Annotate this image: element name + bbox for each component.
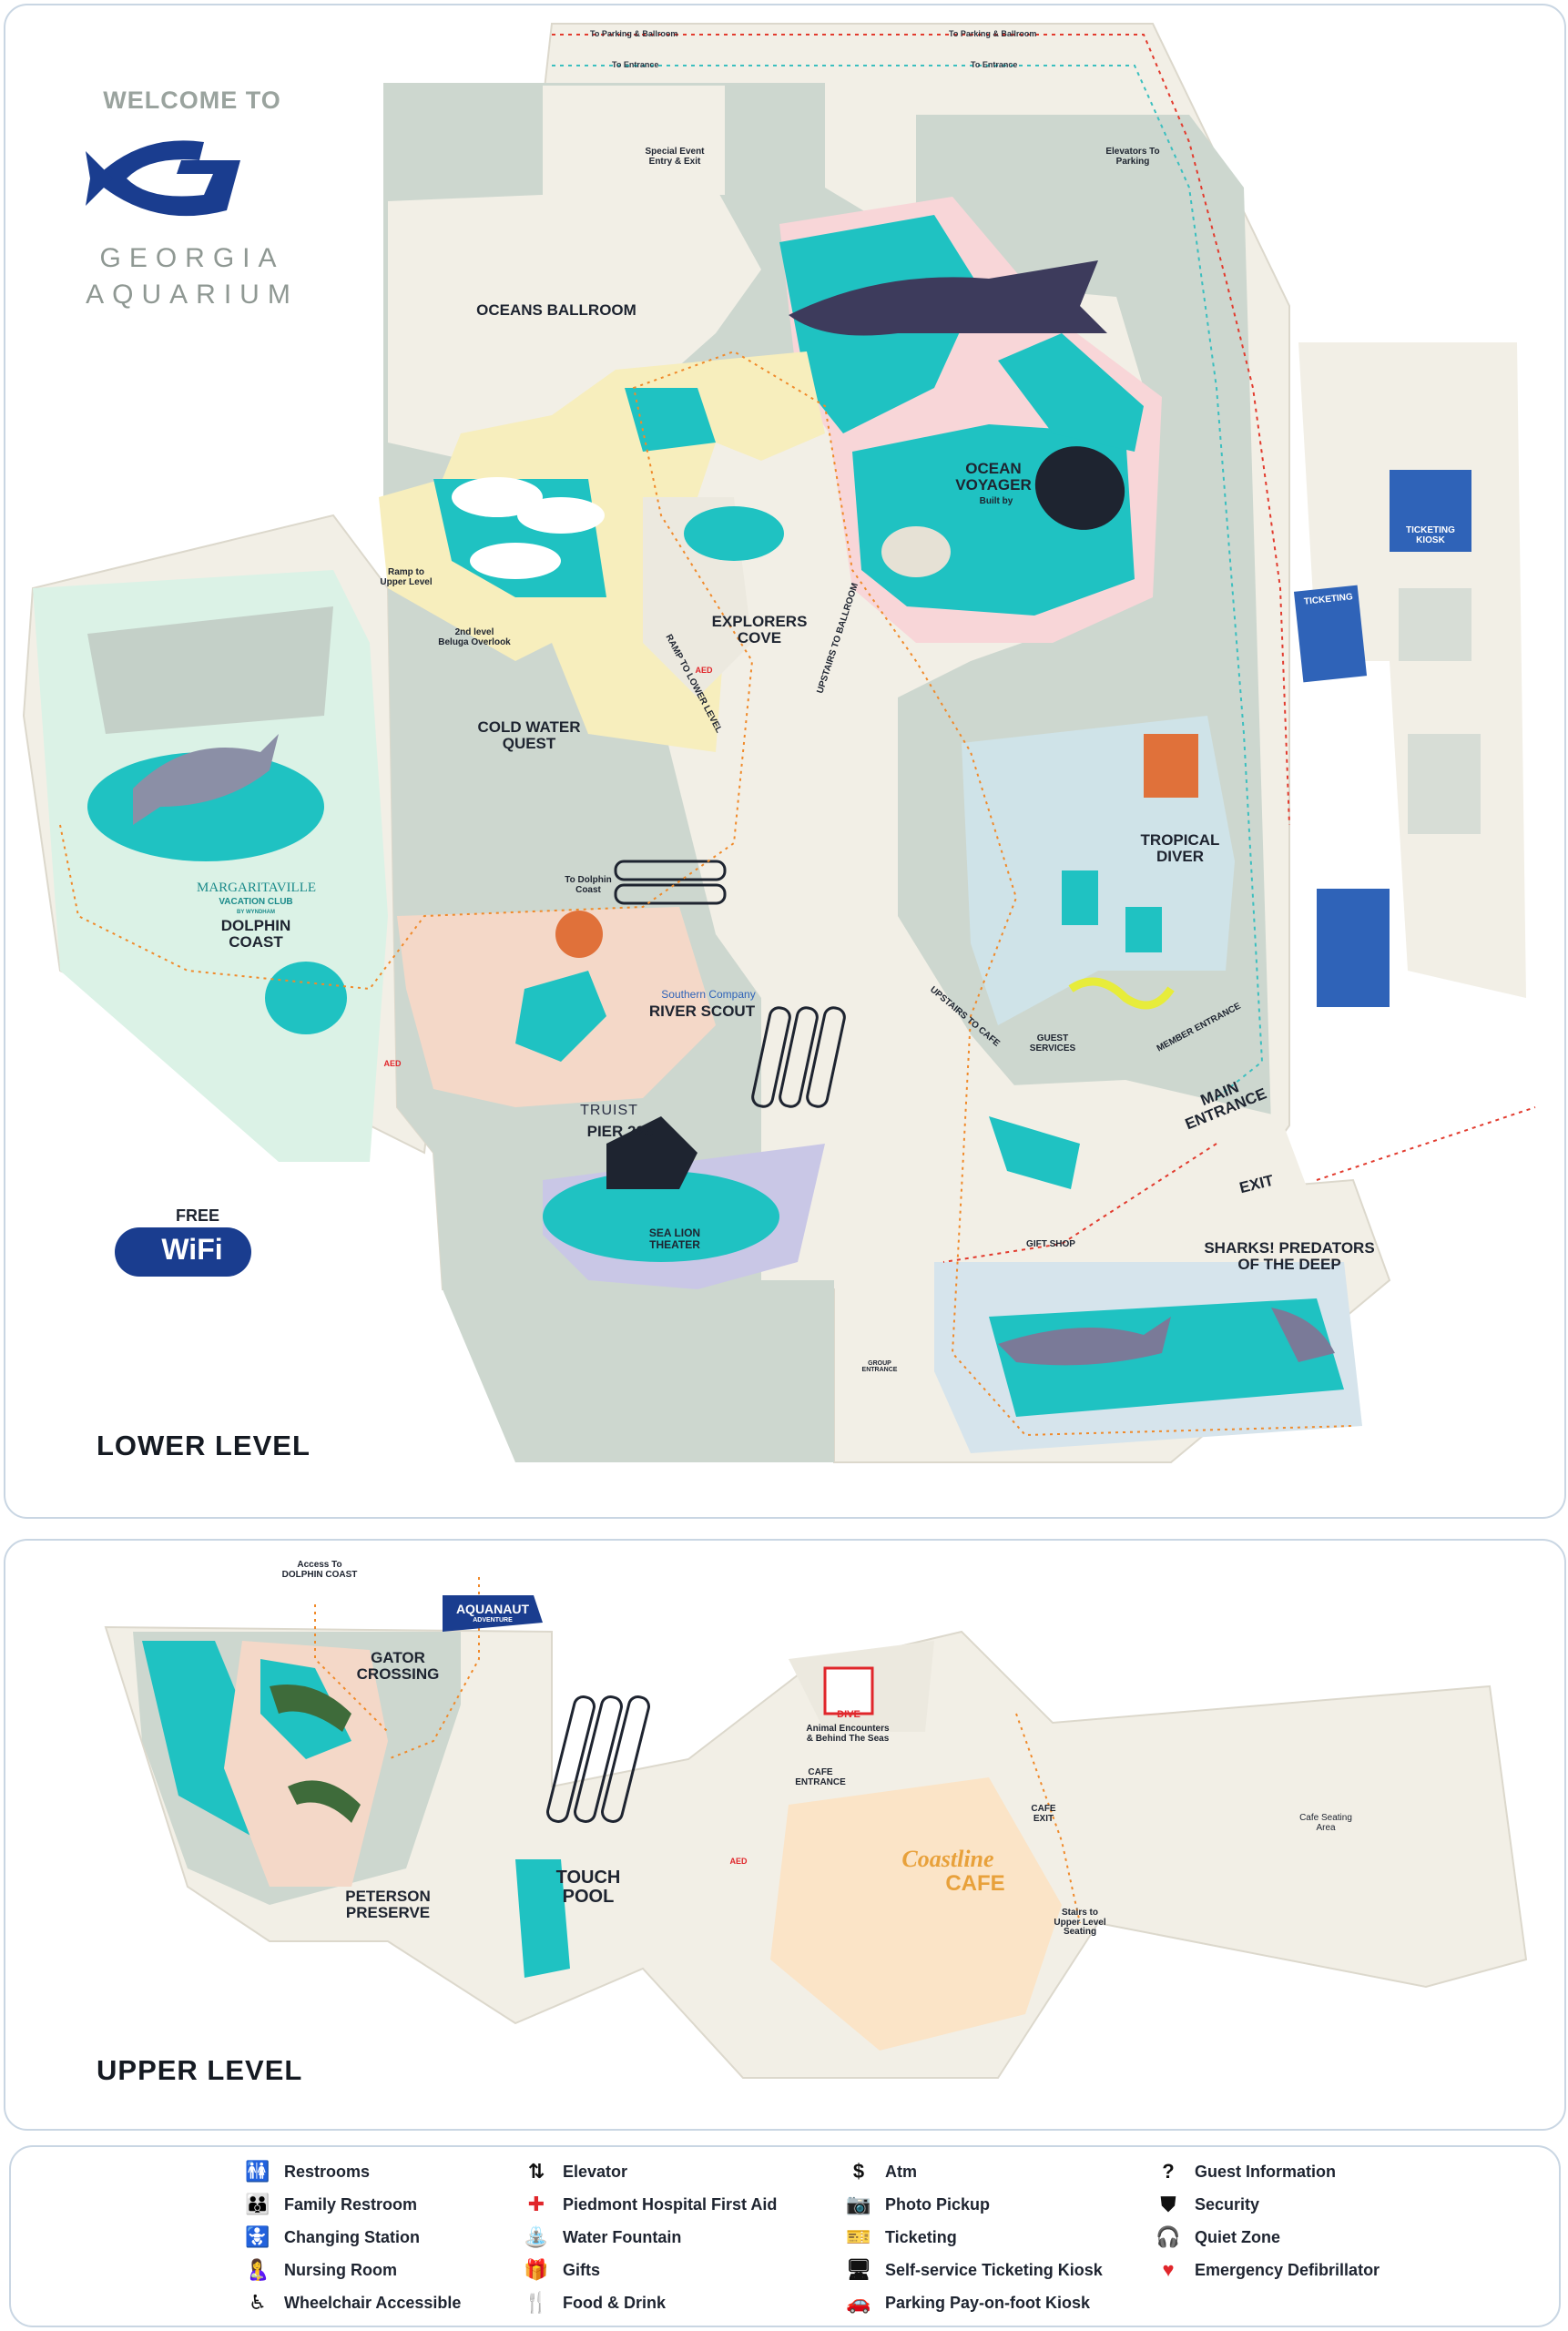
dolphin-coast: DOLPHIN COAST [220,917,291,951]
route-to-entrance-2: To Entrance [971,60,1018,69]
legend-item-wheelchair: ♿Wheelchair Accessible [244,2291,461,2315]
legend-item-nursing-room: 🤱Nursing Room [245,2258,397,2281]
wifi-badge-icon [115,1227,251,1277]
brand-line-2: AQUARIUM [86,280,299,310]
cold-water-quest: COLD WATER QUEST [477,718,581,752]
legend-item-atm: $Atm [845,2160,917,2183]
parking-kiosk-icon: 🚗 [846,2291,871,2314]
legend-panel: 🚻Restrooms 👪Family Restroom 🚼Changing St… [9,2145,1561,2327]
legend-item-elevator: ⇅Elevator [523,2160,627,2183]
ocean-voyager: OCEAN VOYAGER [955,460,1032,494]
legend-item-changing-station: 🚼Changing Station [245,2225,420,2248]
coastline-cafe-word: CAFE [945,1871,1005,1896]
elevator-icon: ⇅ [527,2160,545,2183]
aed-label-1: AED [695,666,713,675]
elevators-to-parking: Elevators To Parking [1105,147,1160,167]
defibrillator-icon: ♥ [1162,2258,1175,2281]
legend-item-restrooms: 🚻Restrooms [245,2160,371,2183]
wifi-label: WiFi [161,1233,223,1266]
photo-pickup-icon: 📷 [846,2193,871,2215]
group-entrance: GROUP ENTRANCE [861,1360,898,1374]
quiet-zone-icon: 🎧 [1156,2225,1181,2248]
sea-lion-theater: SEA LION THEATER [648,1227,701,1251]
legend-item-gifts: 🎁Gifts [524,2258,601,2281]
coastline-cafe-logo: Coastline [901,1846,994,1872]
access-dolphin-coast: Access To DOLPHIN COAST [281,1560,358,1580]
legend-item-quiet-zone: 🎧Quiet Zone [1156,2225,1280,2248]
adventure-logo: ADVENTURE [473,1617,513,1624]
georgia-aquarium-logo-icon [86,124,286,233]
security-icon: ⛊ [1160,2193,1176,2215]
to-dolphin-coast: To Dolphin Coast [565,875,612,895]
legend-item-defibrillator: ♥Emergency Defibrillator [1155,2258,1380,2282]
touch-pool: TOUCH POOL [555,1868,621,1907]
dive-logo: DIVE [837,1709,860,1720]
upper-level-title: UPPER LEVEL [97,2054,303,2086]
guest-info-icon: ? [1162,2160,1175,2183]
sharks-predators: SHARKS! PREDATORS OF THE DEEP [1204,1239,1375,1273]
cafe-exit: CAFE EXIT [1031,1804,1056,1824]
truist-logo: TRUIST [580,1103,638,1118]
southern-company: Southern Company [661,988,756,1001]
cafe-seating-area: Cafe Seating Area [1299,1813,1352,1833]
lower-level-panel: WELCOME TO GEORGIA AQUARIUM To Parking &… [4,4,1566,1519]
changing-station-icon: 🚼 [245,2225,270,2248]
peterson-preserve: PETERSON PRESERVE [345,1888,431,1921]
upper-level-map [104,1577,1528,2079]
ramp-to-upper-level: Ramp to Upper Level [380,567,433,587]
ticketing-kiosk-label: TICKETING KIOSK [1406,525,1455,545]
oceans-ballroom: OCEANS BALLROOM [476,301,636,319]
animal-encounters: Animal Encounters & Behind The Seas [806,1724,890,1744]
legend-item-family-restroom: 👪Family Restroom [245,2193,418,2215]
legend-item-water-fountain: ⛲Water Fountain [524,2225,682,2248]
restroom-icon: 🚻 [245,2160,270,2183]
cafe-entrance: CAFE ENTRANCE [795,1767,846,1787]
legend-item-guest-info: ?Guest Information [1155,2160,1336,2183]
brand-line-1: GEORGIA [99,243,285,273]
legend-item-food-drink: 🍴Food & Drink [524,2291,666,2314]
aed-label-2: AED [383,1059,402,1068]
pier-225: PIER 225 [586,1123,654,1140]
aquanaut-logo: AQUANAUT [455,1602,530,1616]
aed-label-upper: AED [729,1857,748,1866]
guest-services: GUEST SERVICES [1029,1033,1076,1054]
legend-item-security: ⛊Security [1155,2193,1259,2216]
explorers-cove: EXPLORERS COVE [711,613,808,646]
river-scout: RIVER SCOUT [648,1003,756,1020]
kiosk-icon: 🖥 [846,2258,871,2281]
route-to-entrance: To Entrance [612,60,659,69]
water-fountain-icon: ⛲ [524,2225,549,2248]
family-restroom-icon: 👪 [245,2193,270,2215]
route-to-parking: To Parking & Ballroom [590,29,678,38]
gift-shop: GIFT SHOP [1026,1239,1075,1249]
first-aid-icon: ✚ [527,2193,545,2215]
stairs-upper-level: Stairs to Upper Level Seating [1054,1908,1106,1937]
legend-item-ticketing-kiosk: 🖥Self-service Ticketing Kiosk [846,2258,1103,2281]
legend-item-photo-pickup: 📷Photo Pickup [846,2193,991,2215]
route-to-parking-2: To Parking & Ballroom [949,29,1037,38]
built-by: Built by [979,496,1013,506]
food-drink-icon: 🍴 [524,2291,549,2314]
upper-level-panel: Access To DOLPHIN COAST AQUANAUT ADVENTU… [4,1539,1566,2131]
free-wifi-text: FREE [175,1206,219,1225]
by-wyndham: BY WYNDHAM [237,910,275,915]
special-event-entry: Special Event Entry & Exit [645,147,705,167]
margaritaville-logo: MARGARITAVILLE [197,880,317,895]
ticketing-icon: 🎫 [846,2225,871,2248]
legend-item-ticketing: 🎫Ticketing [846,2225,957,2248]
vacation-club: VACATION CLUB [219,897,293,907]
legend-item-parking-kiosk: 🚗Parking Pay-on-foot Kiosk [846,2291,1091,2314]
legend-item-first-aid: ✚Piedmont Hospital First Aid [523,2193,778,2216]
nursing-room-icon: 🤱 [245,2258,270,2281]
gator-crossing: GATOR CROSSING [356,1649,440,1683]
tropical-diver: TROPICAL DIVER [1140,831,1220,865]
welcome-text: WELCOME TO [103,87,281,114]
gifts-icon: 🎁 [524,2258,549,2281]
atm-icon: $ [852,2160,865,2183]
wheelchair-icon: ♿ [249,2291,267,2314]
lower-level-map [22,23,1536,1463]
beluga-overlook: 2nd level Beluga Overlook [438,627,511,647]
lower-level-title: LOWER LEVEL [97,1430,311,1461]
